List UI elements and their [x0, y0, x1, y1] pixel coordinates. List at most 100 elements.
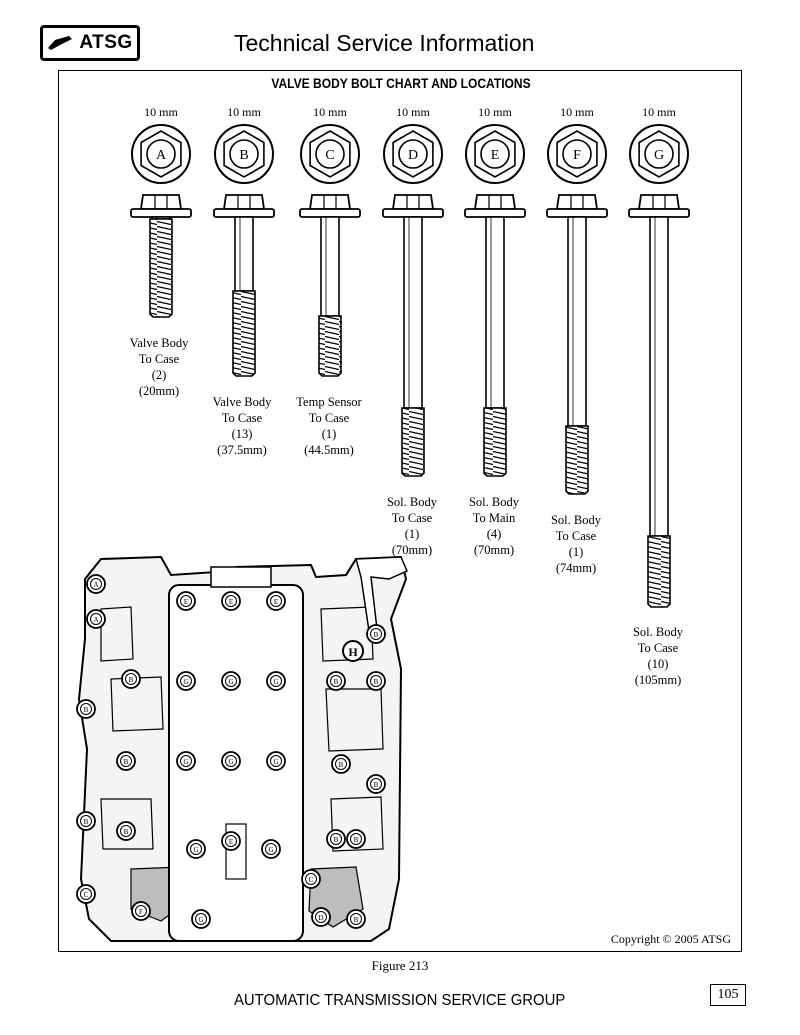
- bolt-location-marker-b: B: [76, 811, 96, 831]
- bolt-location-marker-a: A: [86, 609, 106, 629]
- svg-text:G: G: [183, 758, 188, 766]
- bolt-location-marker-d: D: [311, 907, 331, 927]
- bolt-c-head-top-view: C: [300, 124, 360, 184]
- bolt-e-size: 10 mm: [478, 105, 512, 119]
- bolt-location-marker-b: B: [346, 829, 366, 849]
- bolt-c-size: 10 mm: [313, 105, 347, 119]
- bolt-f-head-top-view: F: [547, 124, 607, 184]
- svg-text:A: A: [93, 616, 98, 624]
- svg-text:B: B: [339, 761, 344, 769]
- case-details: [100, 606, 384, 852]
- svg-text:B: B: [334, 678, 339, 686]
- page-number: 105: [710, 984, 746, 1006]
- bolt-g-letter: G: [654, 148, 664, 163]
- bolt-location-marker-c: C: [301, 869, 321, 889]
- svg-text:B: B: [354, 916, 359, 924]
- bolt-location-marker-a: A: [86, 574, 106, 594]
- svg-text:B: B: [84, 818, 89, 826]
- svg-text:G: G: [183, 678, 188, 686]
- bolt-location-marker-b: B: [331, 754, 351, 774]
- svg-text:B: B: [124, 758, 129, 766]
- bolt-location-marker-g: G: [266, 751, 286, 771]
- bolt-b-head-top-view: B: [214, 124, 274, 184]
- figure-caption: Figure 213: [371, 958, 429, 973]
- bolt-location-marker-b: B: [366, 671, 386, 691]
- bolt-location-marker-b: B: [326, 829, 346, 849]
- bolt-c-letter: C: [325, 148, 334, 163]
- bolt-f-side-view: [546, 194, 608, 495]
- bolt-g-side-view: [628, 194, 690, 608]
- bolt-d-letter: D: [408, 148, 418, 163]
- bolt-location-marker-f: F: [131, 901, 151, 921]
- svg-text:G: G: [273, 678, 278, 686]
- car-icon: [48, 36, 73, 50]
- bolt-location-marker-e: E: [176, 591, 196, 611]
- bolt-location-marker-b: B: [326, 671, 346, 691]
- footer-text: AUTOMATIC TRANSMISSION SERVICE GROUP: [234, 992, 566, 1009]
- svg-text:D: D: [318, 914, 323, 922]
- bolt-location-marker-g: G: [221, 751, 241, 771]
- bolt-location-marker-g: G: [266, 671, 286, 691]
- mounting-bracket: [355, 556, 408, 632]
- bolt-location-marker-b: B: [116, 751, 136, 771]
- bolt-b-letter: B: [239, 148, 248, 163]
- bolt-location-marker-g: G: [176, 751, 196, 771]
- figure-frame: VALVE BODY BOLT CHART AND LOCATIONS 10 m…: [58, 70, 742, 952]
- svg-text:B: B: [129, 676, 134, 684]
- bolt-e-letter: E: [491, 148, 500, 163]
- bolt-e-side-view: [464, 194, 526, 477]
- bolt-a-head-top-view: A: [131, 124, 191, 184]
- connector-block: [210, 566, 272, 588]
- bolt-location-marker-g: G: [176, 671, 196, 691]
- bolt-d-side-view: [382, 194, 444, 477]
- marker-h: H: [342, 640, 364, 662]
- svg-text:H: H: [348, 645, 358, 659]
- bolt-d-head-top-view: D: [383, 124, 443, 184]
- bolt-a-letter: A: [156, 148, 167, 163]
- bolt-location-marker-b: B: [121, 669, 141, 689]
- bolt-b-size: 10 mm: [227, 105, 261, 119]
- svg-text:G: G: [198, 916, 203, 924]
- bolt-location-marker-b: B: [116, 821, 136, 841]
- svg-text:G: G: [273, 758, 278, 766]
- bolt-location-marker-g: G: [191, 909, 211, 929]
- svg-text:B: B: [374, 631, 379, 639]
- bolt-e-head-top-view: E: [465, 124, 525, 184]
- copyright: Copyright © 2005 ATSG: [610, 932, 731, 946]
- bolt-location-marker-g: G: [186, 839, 206, 859]
- svg-text:B: B: [354, 836, 359, 844]
- bolt-g-head-top-view: G: [629, 124, 689, 184]
- svg-text:G: G: [193, 846, 198, 854]
- bolt-f-letter: F: [573, 148, 581, 163]
- bolt-b-side-view: [213, 194, 275, 377]
- bolt-a-side-view: [130, 194, 192, 318]
- bolt-location-marker-c: C: [76, 884, 96, 904]
- svg-text:E: E: [229, 838, 233, 846]
- svg-text:C: C: [84, 891, 89, 899]
- bolt-f-size: 10 mm: [560, 105, 594, 119]
- bolt-location-marker-b: B: [366, 624, 386, 644]
- svg-text:B: B: [124, 828, 129, 836]
- svg-text:B: B: [374, 678, 379, 686]
- bolt-a-size: 10 mm: [144, 105, 178, 119]
- svg-text:A: A: [93, 581, 98, 589]
- svg-text:B: B: [334, 836, 339, 844]
- bolt-location-marker-e: E: [266, 591, 286, 611]
- bolt-location-marker-g: G: [261, 839, 281, 859]
- bolt-c-side-view: [299, 194, 361, 377]
- svg-text:B: B: [374, 781, 379, 789]
- bolt-location-marker-e: E: [221, 591, 241, 611]
- chart-title: VALVE BODY BOLT CHART AND LOCATIONS: [271, 75, 531, 91]
- bolt-location-marker-b: B: [366, 774, 386, 794]
- svg-text:G: G: [228, 758, 233, 766]
- bolt-location-marker-g: G: [221, 671, 241, 691]
- bolt-location-marker-b: B: [76, 699, 96, 719]
- svg-text:G: G: [268, 846, 273, 854]
